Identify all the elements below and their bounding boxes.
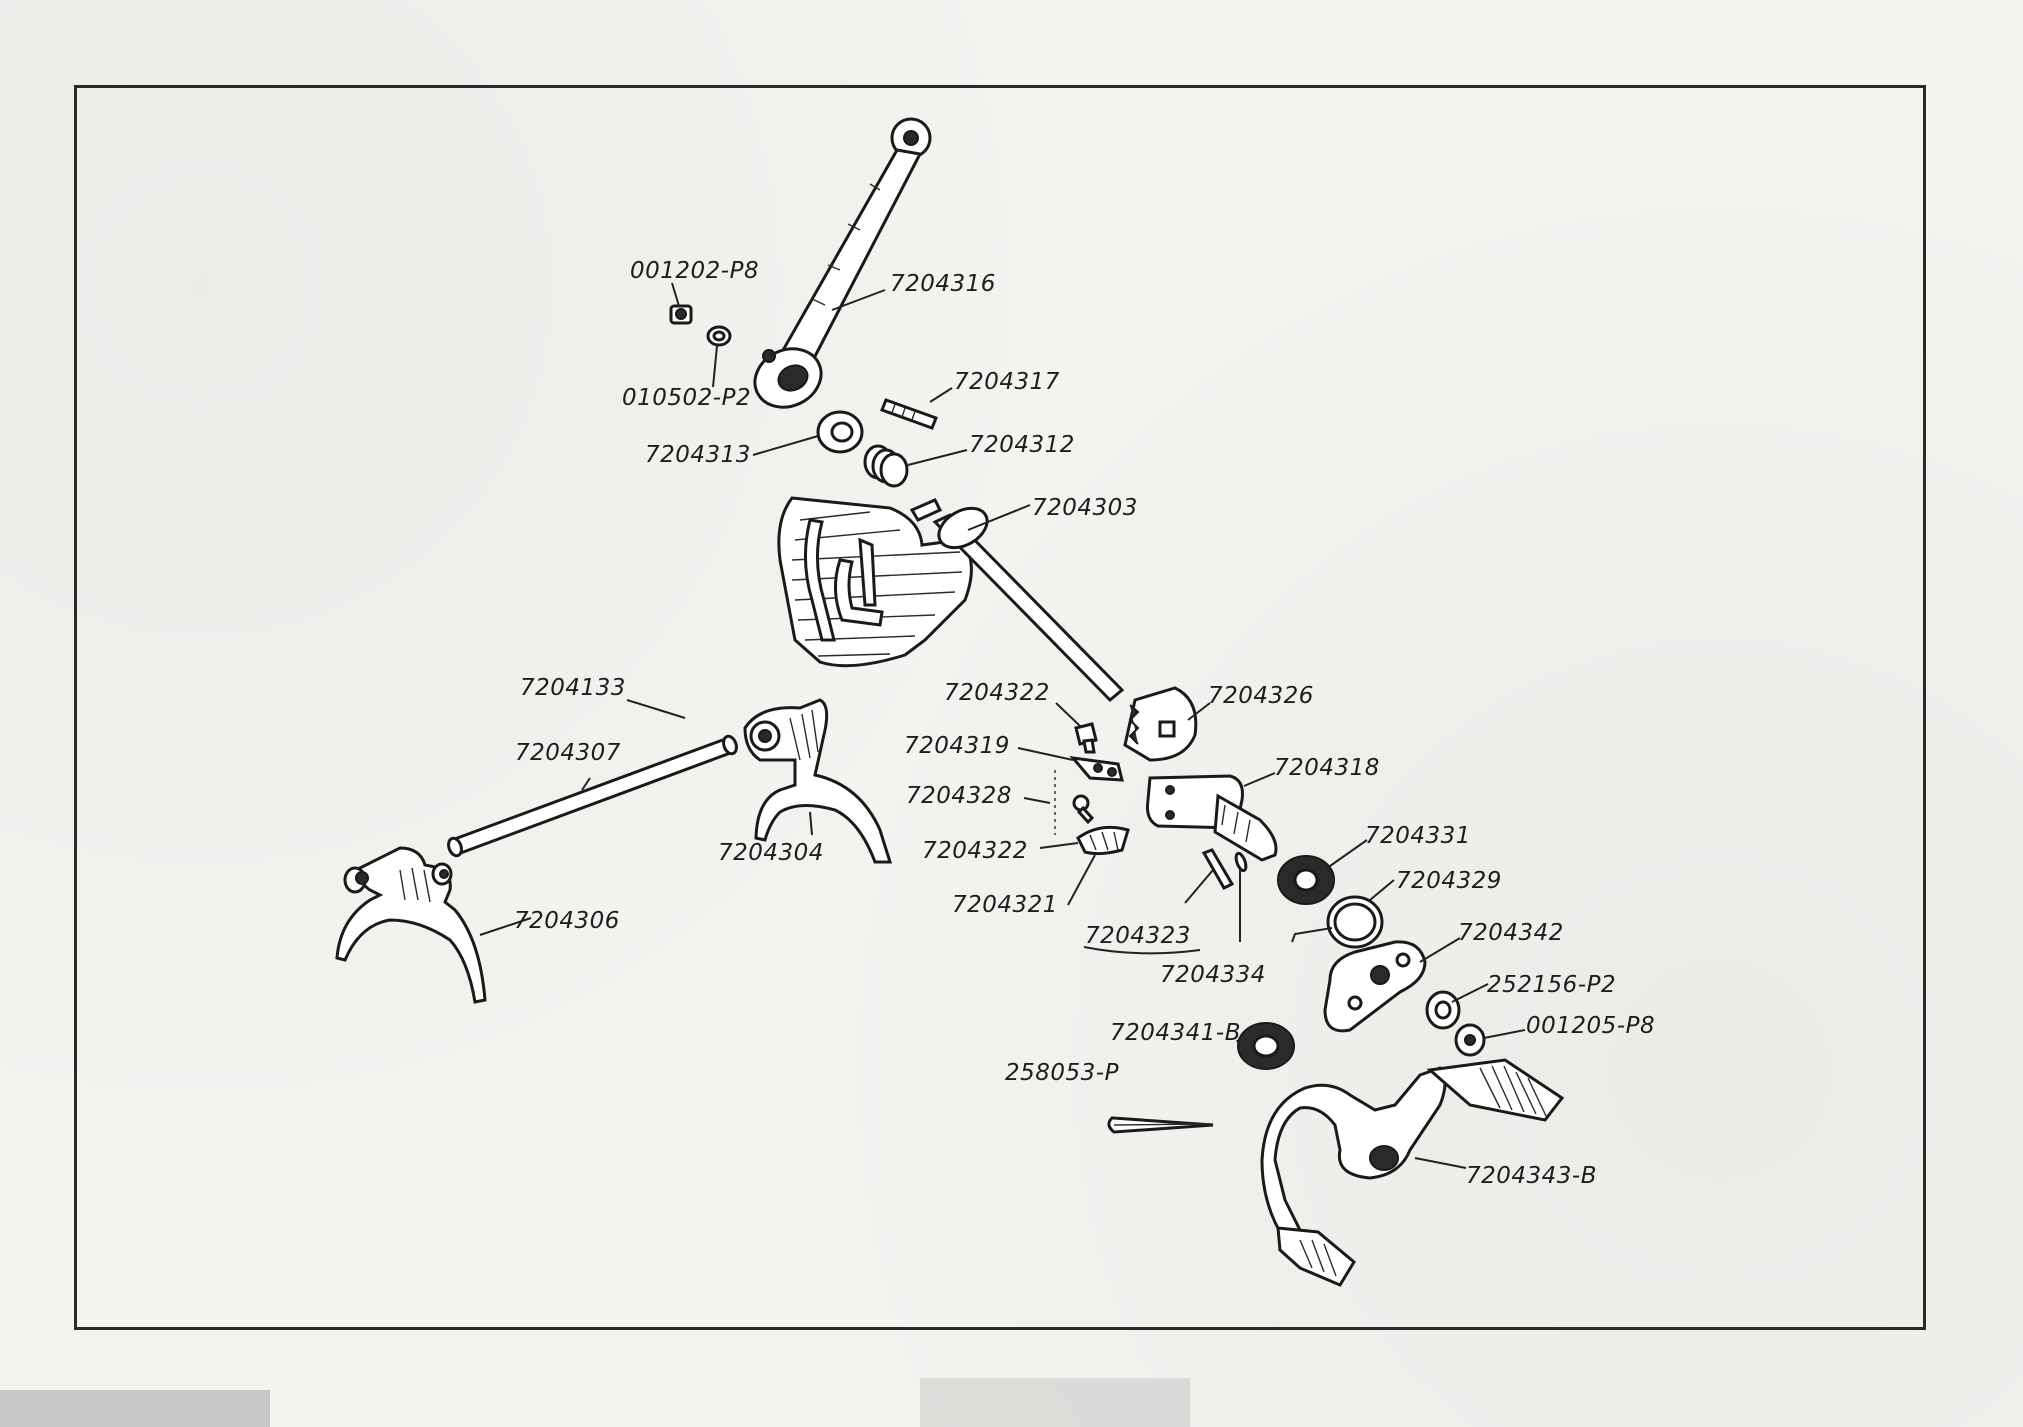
scan-smudge-left (0, 1390, 270, 1427)
label-7204304: 7204304 (718, 840, 824, 866)
washer-7204313 (816, 410, 864, 454)
gear-lever (753, 117, 932, 409)
part-labels: 001202-P8 010502-P2 7204316 7204317 7204… (514, 258, 1655, 1189)
rod-7204307 (447, 734, 738, 858)
label-7204322-top: 7204322 (944, 680, 1050, 706)
label-252156: 252156-P2 (1487, 972, 1616, 998)
label-001202: 001202-P8 (630, 258, 759, 284)
spring-7204329 (1291, 895, 1384, 949)
nut-001205 (1454, 1023, 1486, 1057)
label-7204307: 7204307 (515, 740, 621, 766)
label-7204306: 7204306 (514, 908, 620, 934)
gate-plate-7204303 (777, 496, 1125, 703)
washer-7204331 (1277, 855, 1335, 905)
nut-001202 (669, 304, 693, 325)
pin-7204317 (880, 398, 938, 430)
lock-7204319 (1069, 755, 1124, 782)
fork-7204306 (335, 846, 487, 1004)
label-7204341: 7204341-B (1110, 1020, 1241, 1046)
label-7204316: 7204316 (890, 271, 996, 297)
cotter-pin-258053 (1107, 1116, 1214, 1134)
label-010502: 010502-P2 (622, 385, 751, 411)
label-7204303: 7204303 (1032, 495, 1138, 521)
label-7204329: 7204329 (1396, 868, 1502, 894)
spring-7204312 (863, 444, 909, 488)
label-258053: 258053-P (1005, 1060, 1119, 1086)
label-7204133: 7204133 (520, 675, 626, 701)
label-7204334: 7204334 (1160, 962, 1266, 988)
leader-lines (479, 282, 1526, 1169)
lock-7204321 (1076, 825, 1130, 856)
fork-7204304 (743, 698, 893, 864)
label-7204323: 7204323 (1085, 923, 1191, 949)
label-7204318: 7204318 (1274, 755, 1380, 781)
label-7204312: 7204312 (969, 432, 1075, 458)
pedal-7204343 (1260, 1058, 1565, 1287)
screw-7204328 (1054, 770, 1095, 835)
label-7204317: 7204317 (954, 369, 1060, 395)
label-7204319: 7204319 (904, 733, 1010, 759)
label-7204328: 7204328 (906, 783, 1012, 809)
sector-7204326 (1123, 686, 1198, 762)
label-7204321: 7204321 (952, 892, 1058, 918)
pin-7204323 (1201, 848, 1235, 890)
screw-7204322-top (1074, 722, 1098, 754)
washer-010502 (706, 325, 732, 347)
cover-7204318 (1146, 774, 1278, 862)
label-7204343: 7204343-B (1466, 1163, 1597, 1189)
label-7204326: 7204326 (1208, 683, 1314, 709)
label-7204331: 7204331 (1365, 823, 1471, 849)
label-7204342: 7204342 (1458, 920, 1564, 946)
washer-252156 (1425, 990, 1461, 1030)
washer-7204341 (1237, 1022, 1295, 1070)
drawing-frame (74, 85, 1926, 1330)
label-001205: 001205-P8 (1526, 1013, 1655, 1039)
pin-7204334 (1234, 851, 1248, 873)
plate-7204342 (1323, 940, 1427, 1033)
label-7204313: 7204313 (645, 442, 751, 468)
label-7204322-bottom: 7204322 (922, 838, 1028, 864)
scan-smudge-center (920, 1378, 1190, 1427)
